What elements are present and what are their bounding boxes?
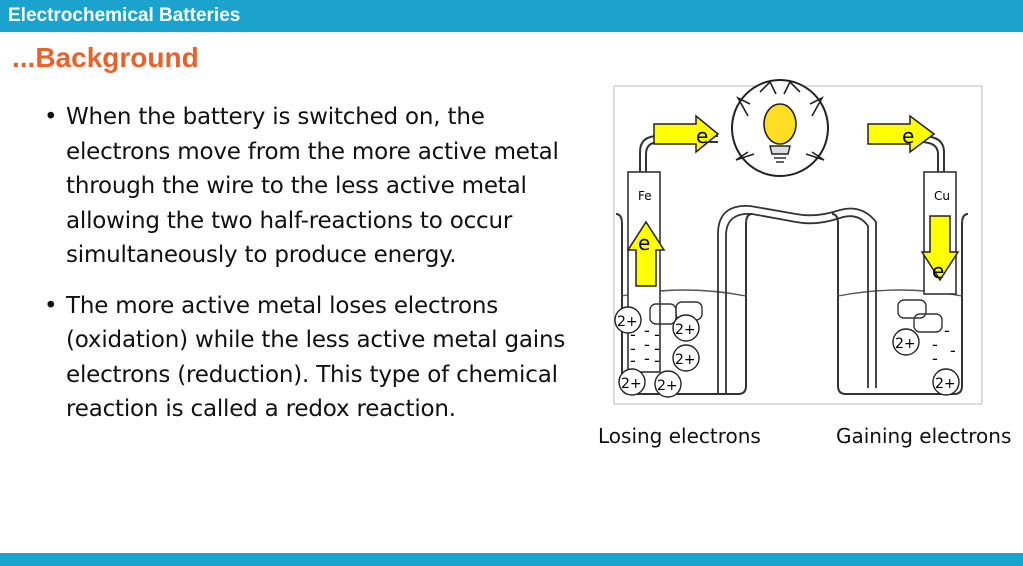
electron-charges: - - - - - - - - - [630, 321, 660, 370]
cu-label: Cu [934, 189, 950, 203]
ion-label: 2+ [675, 352, 696, 368]
charge-label: - [654, 325, 660, 344]
ion-label: 2+ [895, 336, 916, 352]
ion-circle: 2+ [892, 328, 920, 356]
header-bar: Electrochemical Batteries [0, 0, 1023, 32]
bullet-dot-icon: • [44, 104, 58, 130]
ion-circle: 2+ [672, 314, 700, 342]
footer-bar [0, 553, 1023, 566]
electron-label: e [902, 124, 914, 148]
ion-bubble [913, 313, 943, 333]
salt-bridge-outer [717, 205, 877, 394]
bullet-dot-icon: • [44, 292, 58, 319]
salt-bridge-inner [725, 213, 869, 394]
caption-losing-electrons: Losing electrons [598, 424, 761, 448]
charge-label: - [630, 351, 636, 370]
ion-circle: 2+ [618, 368, 646, 396]
charge-label: - [932, 335, 938, 354]
charge-label: - [630, 325, 636, 344]
ion-circle: 2+ [932, 368, 960, 396]
galvanic-cell-diagram: e e Fe e Cu e 2+ 2+ 2+ 2+ 2+ - [613, 79, 983, 405]
ion-circle: 2+ [654, 370, 682, 398]
ion-label: 2+ [935, 376, 956, 392]
charge-label: - [932, 349, 938, 368]
bulb-rays [735, 80, 825, 161]
ion-circle: 2+ [672, 344, 700, 372]
ion-circle: 2+ [614, 306, 642, 334]
bullet-item: • The more active metal loses electrons … [42, 289, 587, 427]
charge-label: - [950, 341, 956, 360]
bullet-list: • When the battery is switched on, the e… [42, 100, 587, 443]
charge-label: - [630, 339, 636, 358]
left-beaker [615, 213, 753, 395]
electron-label: e [932, 259, 944, 283]
electron-label: e [696, 124, 708, 148]
ion-label: 2+ [621, 376, 642, 392]
charge-label: - [654, 351, 660, 370]
electron-arrow-up-icon [626, 220, 666, 287]
ion-label: 2+ [675, 322, 696, 338]
bullet-text: The more active metal loses electrons (o… [66, 292, 566, 423]
ion-label: 2+ [657, 378, 678, 394]
bulb-base-icon [769, 145, 791, 155]
slide-header-title: Electrochemical Batteries [8, 5, 241, 26]
charge-label: - [944, 321, 950, 340]
electron-charges: - - - - [932, 321, 956, 368]
electron-label: e [638, 231, 650, 255]
electron-arrow-right-icon [867, 114, 936, 154]
electron-arrow-down-icon [920, 215, 960, 282]
section-title: ...Background [12, 42, 199, 73]
fe-label: Fe [638, 189, 652, 203]
ion-bubble [897, 299, 927, 319]
charge-label: - [644, 321, 650, 340]
electron-arrow-right-icon [653, 114, 720, 154]
right-beaker [831, 213, 969, 395]
caption-gaining-electrons: Gaining electrons [836, 424, 1012, 448]
charge-label: - [644, 335, 650, 354]
charge-label: - [654, 339, 660, 358]
bullet-item: • When the battery is switched on, the e… [42, 100, 587, 273]
charge-label: - [644, 349, 650, 368]
light-bulb-icon [763, 103, 797, 145]
bullet-text: When the battery is switched on, the ele… [66, 104, 559, 268]
ion-label: 2+ [617, 314, 638, 330]
